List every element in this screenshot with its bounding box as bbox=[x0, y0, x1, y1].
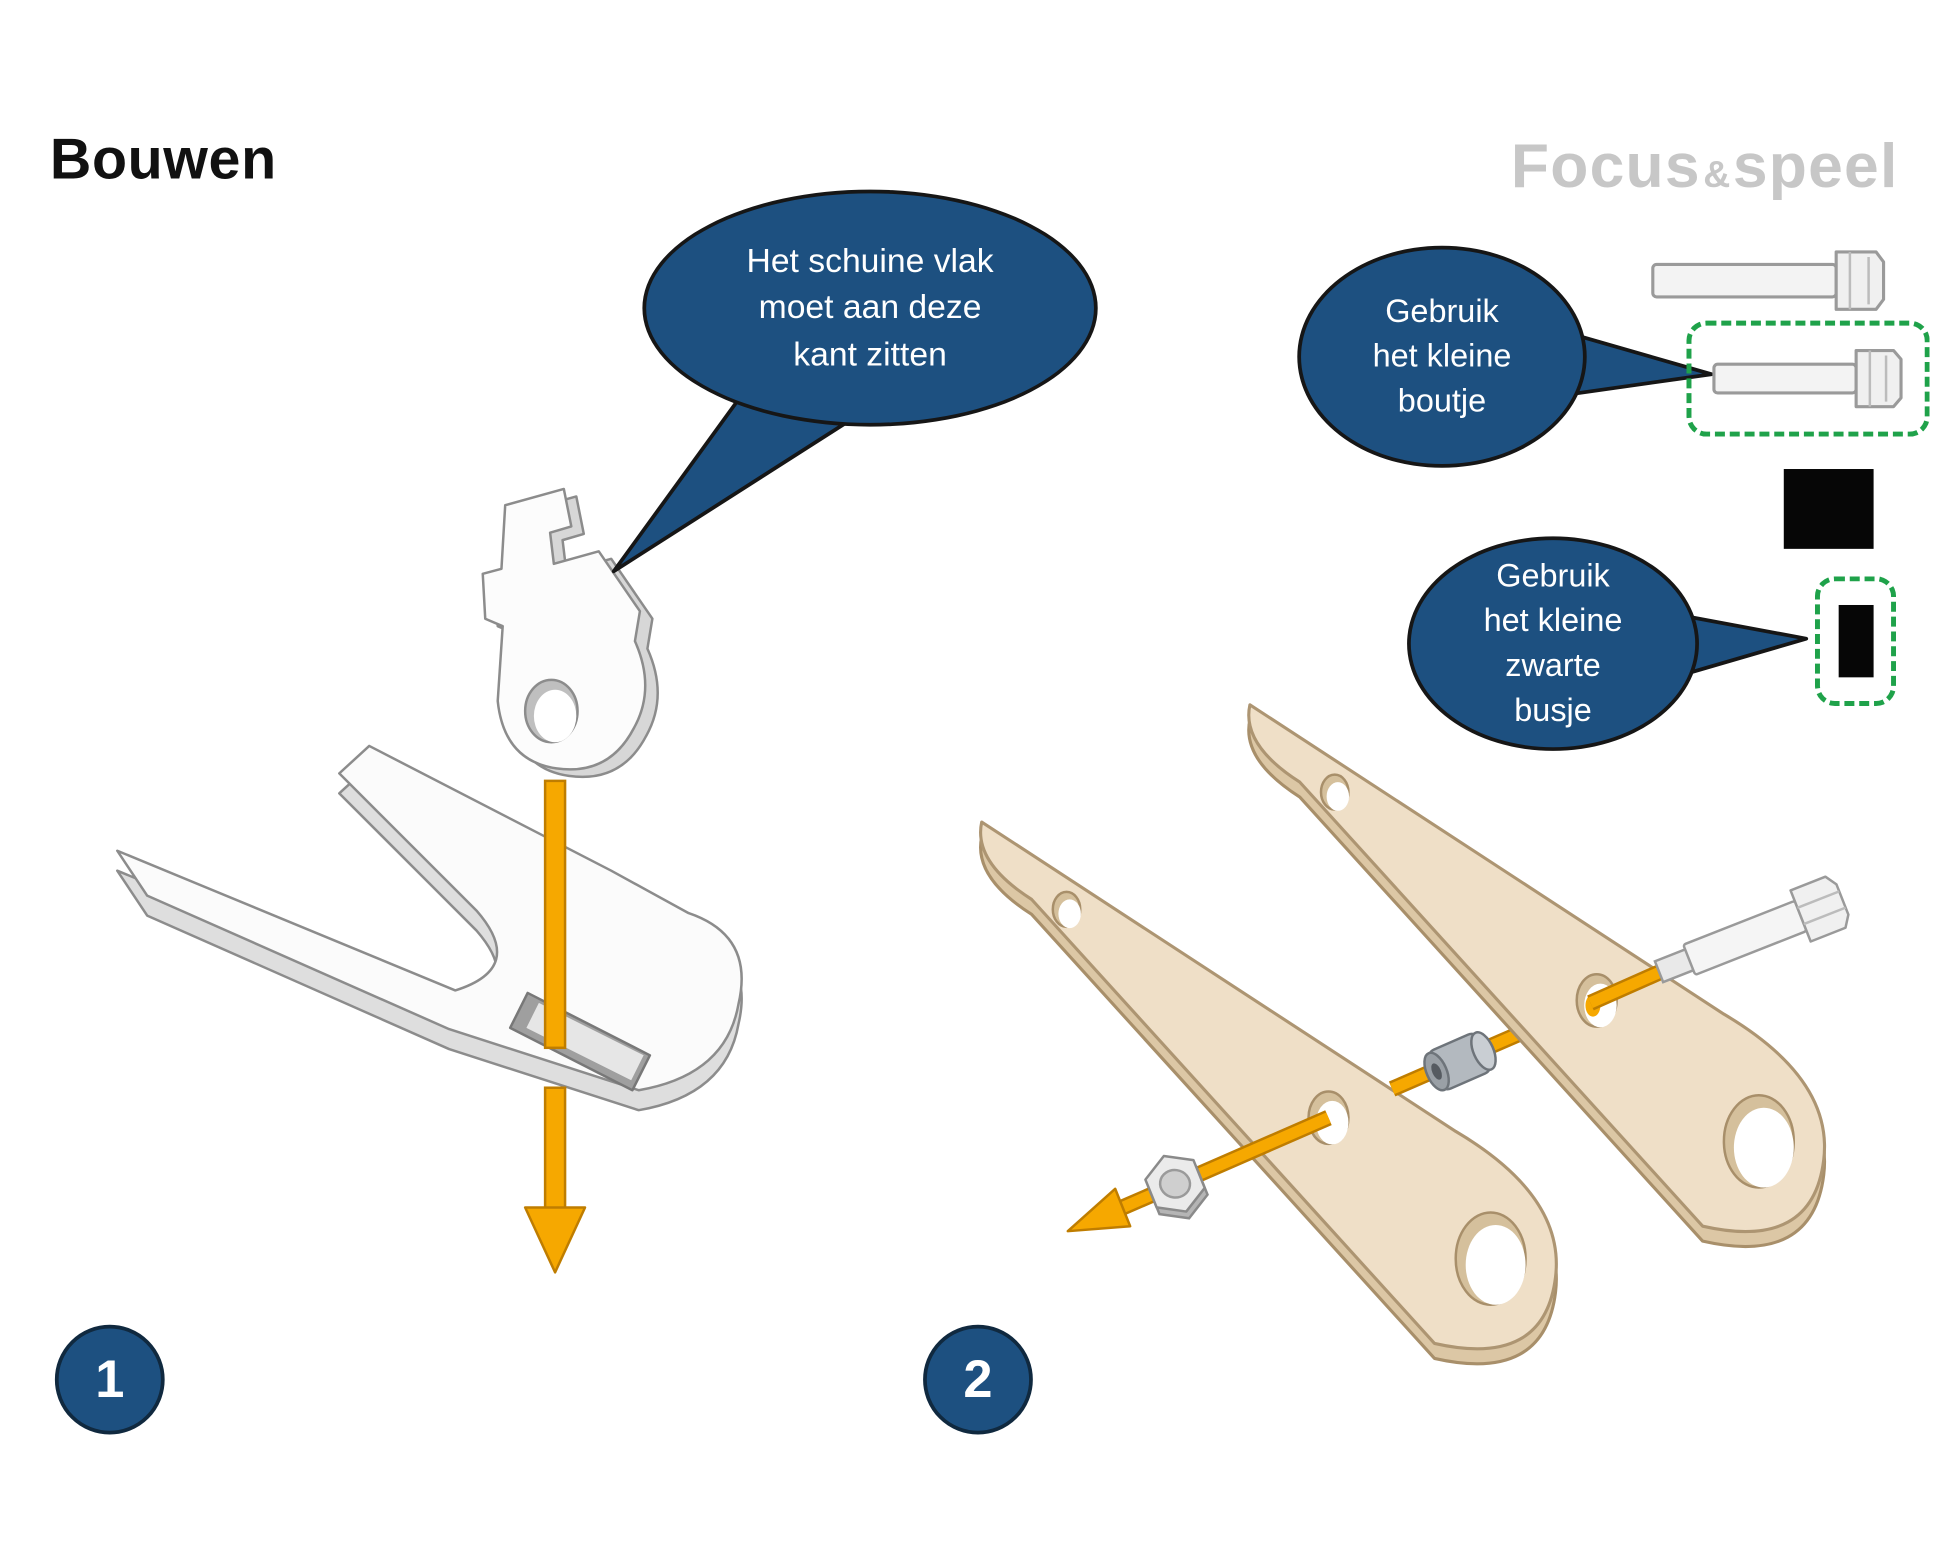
speech-bubble-black-bushing: Gebruik het kleine zwarte busje bbox=[1407, 536, 1699, 751]
step1-badge: 1 bbox=[54, 1324, 165, 1435]
speech-bubble-black-bushing-text: Gebruik het kleine zwarte busje bbox=[1483, 556, 1623, 729]
small-bolt-highlight-box bbox=[1686, 320, 1930, 437]
fork-base-part bbox=[116, 744, 743, 1112]
insertion-arrow-stub bbox=[1585, 961, 1670, 1017]
small-bolt-part bbox=[1653, 875, 1850, 984]
step2-illustration bbox=[979, 703, 1850, 1366]
brand-word-2: speel bbox=[1732, 130, 1899, 201]
speech-bubble-sloped-face-text: Het schuine vlak moet aan deze kant zitt… bbox=[746, 242, 994, 373]
black-square-bushing-icon bbox=[1783, 469, 1874, 549]
hex-nut-part bbox=[1144, 1154, 1209, 1220]
down-arrow-icon bbox=[523, 779, 587, 1274]
step2-number: 2 bbox=[963, 1349, 993, 1409]
speech-bubble-small-bolt: Gebruik het kleine boutje bbox=[1297, 245, 1587, 468]
black-bushing-part bbox=[1423, 1031, 1497, 1092]
step1-illustration bbox=[116, 487, 743, 1274]
brand-ampersand-icon: & bbox=[1703, 154, 1731, 196]
small-bolt-icon bbox=[1711, 348, 1902, 408]
brand-logo: Focus & speel bbox=[1511, 130, 1899, 202]
page-title: Bouwen bbox=[49, 125, 277, 191]
black-bushing-highlight-box bbox=[1814, 576, 1897, 707]
small-black-bushing-icon bbox=[1838, 604, 1873, 678]
large-bolt-icon bbox=[1651, 250, 1886, 311]
step1-number: 1 bbox=[95, 1349, 125, 1409]
step2-badge: 2 bbox=[923, 1324, 1033, 1435]
brand-word-1: Focus bbox=[1510, 130, 1701, 201]
speech-bubble-small-bolt-text: Gebruik het kleine boutje bbox=[1372, 292, 1512, 420]
hook-part bbox=[481, 487, 659, 779]
speech-bubble-sloped-face: Het schuine vlak moet aan deze kant zitt… bbox=[642, 189, 1098, 427]
